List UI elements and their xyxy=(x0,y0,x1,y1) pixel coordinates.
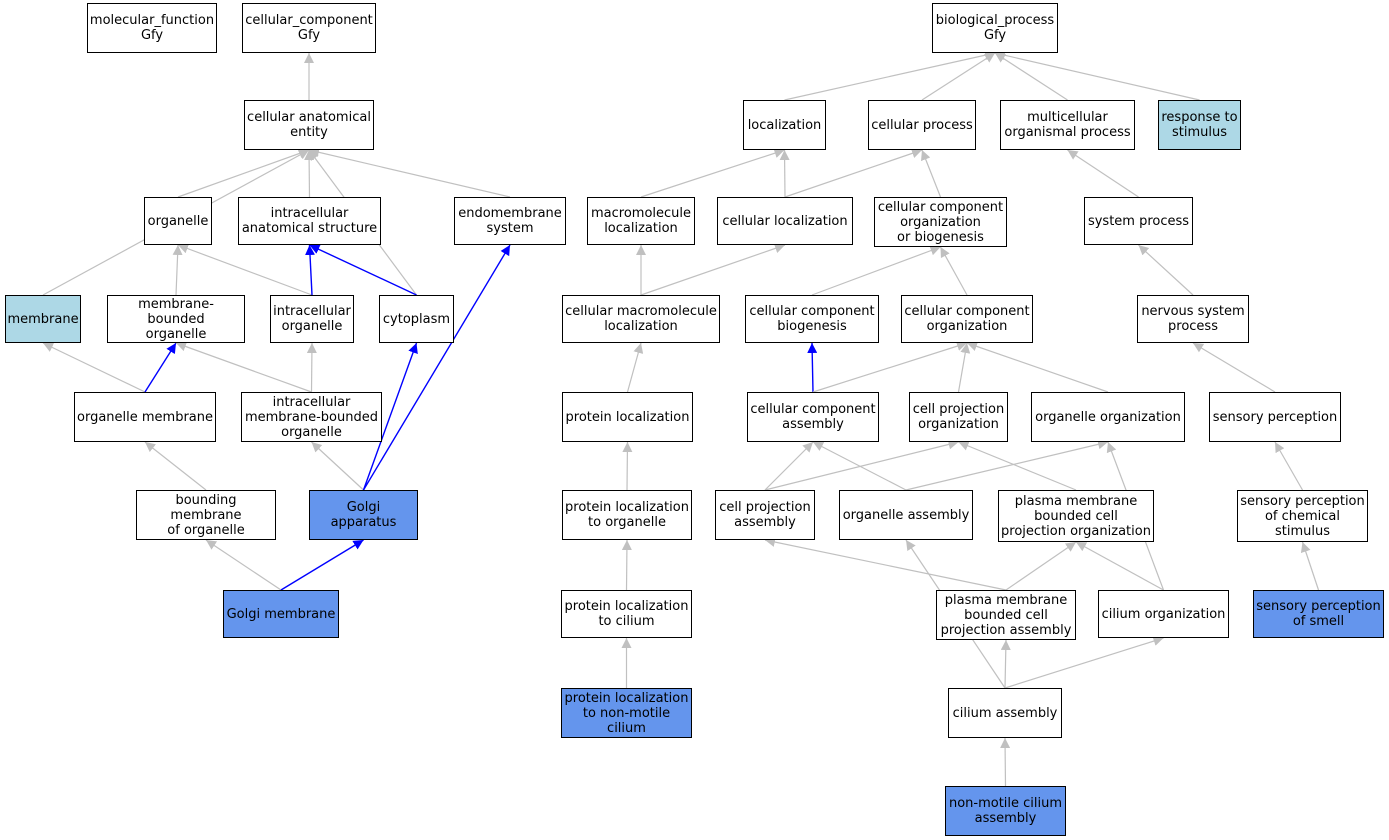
node-cellular-macromolecule-localization[interactable]: cellular macromolecule localization xyxy=(562,295,720,343)
node-cytoplasm[interactable]: cytoplasm xyxy=(379,295,454,343)
node-organelle-membrane[interactable]: organelle membrane xyxy=(74,392,216,442)
edge-cellular_localization-to-localization xyxy=(779,149,790,198)
node-cellular-localization[interactable]: cellular localization xyxy=(717,197,853,245)
node-organelle-organization[interactable]: organelle organization xyxy=(1031,392,1185,442)
edge-pm_bounded_cell_projection_organization-to-cell_projection_organization xyxy=(958,441,1077,491)
edge-protein_localization_to_cilium-to-protein_localization_to_organelle xyxy=(621,539,632,591)
edge-multicellular_organismal_process-to-biological_process xyxy=(994,52,1068,101)
node-membrane[interactable]: membrane xyxy=(5,295,81,343)
edge-sensory_perception_chemical-to-sensory_perception xyxy=(1274,441,1304,491)
node-nonmotile-cilium-assembly[interactable]: non-motile cilium assembly xyxy=(945,786,1066,836)
node-sensory-perception-smell[interactable]: sensory perception of smell xyxy=(1253,590,1384,638)
node-golgi-apparatus[interactable]: Golgi apparatus xyxy=(309,490,418,540)
node-golgi-membrane[interactable]: Golgi membrane xyxy=(223,590,339,638)
edge-organelle_organization-to-cc_organization xyxy=(966,341,1109,393)
edge-nonmotile_cilium_assembly-to-cilium_assembly xyxy=(1000,737,1011,787)
edge-sensory_perception-to-nervous_system_process xyxy=(1192,342,1276,393)
edge-organelle_membrane-to-membrane xyxy=(42,342,146,393)
edge-cc_biogenesis-to-ccob xyxy=(811,245,941,296)
node-multicellular-organismal-process[interactable]: multicellular organismal process xyxy=(1000,100,1135,150)
edge-macromolecule_localization-to-localization xyxy=(640,148,785,198)
edge-intracellular_mb_organelle-to-intracellular_organelle xyxy=(306,342,317,393)
edge-intracellular_organelle-to-organelle xyxy=(177,243,313,296)
edge-intracellular_mb_organelle-to-membrane_bounded_organelle xyxy=(175,341,312,393)
node-sensory-perception-chemical[interactable]: sensory perception of chemical stimulus xyxy=(1237,490,1368,542)
node-cc-organization[interactable]: cellular component organization xyxy=(901,295,1033,343)
edge-organelle-to-cellular_anatomical_entity xyxy=(177,148,310,198)
edge-golgi_membrane-to-bounding_membrane xyxy=(205,539,282,591)
node-macromolecule-localization[interactable]: macromolecule localization xyxy=(587,197,695,245)
node-system-process[interactable]: system process xyxy=(1084,197,1193,245)
node-sensory-perception[interactable]: sensory perception xyxy=(1209,392,1341,442)
edge-bounding_membrane-to-organelle_membrane xyxy=(144,441,207,491)
edge-nervous_system_process-to-system_process xyxy=(1138,244,1194,296)
node-response-to-stimulus[interactable]: response to stimulus xyxy=(1158,100,1241,150)
node-bounding-membrane[interactable]: bounding membrane of organelle xyxy=(136,490,276,540)
edge-golgi_apparatus-to-cytoplasm xyxy=(362,342,418,491)
edge-cilium_organization-to-pm_bounded_cell_projection_organization xyxy=(1075,541,1164,591)
node-organelle-assembly[interactable]: organelle assembly xyxy=(839,490,973,540)
edge-cellular_macromolecule_localization-to-cellular_localization xyxy=(640,243,786,296)
node-intracellular-organelle[interactable]: intracellular organelle xyxy=(270,295,354,343)
node-cilium-assembly[interactable]: cilium assembly xyxy=(948,688,1062,738)
node-nervous-system-process[interactable]: nervous system process xyxy=(1137,295,1249,343)
edge-response_to_stimulus-to-biological_process xyxy=(994,50,1200,101)
node-protein-localization-to-cilium[interactable]: protein localization to cilium xyxy=(561,590,692,638)
edge-cellular_localization-to-cellular_process xyxy=(784,148,923,198)
edge-cc_organization-to-ccob xyxy=(939,246,968,296)
node-endomembrane-system[interactable]: endomembrane system xyxy=(454,197,566,245)
edge-organelle_assembly-to-cc_assembly xyxy=(812,441,907,491)
node-intracellular-mb-organelle[interactable]: intracellular membrane-bounded organelle xyxy=(241,392,382,442)
edge-protein_localization_to_organelle-to-protein_localization xyxy=(622,441,633,491)
node-intracellular-anatomical-structure[interactable]: intracellular anatomical structure xyxy=(238,197,381,245)
node-cell-projection-organization[interactable]: cell projection organization xyxy=(909,392,1008,442)
edge-organelle_membrane-to-membrane_bounded_organelle xyxy=(144,342,177,393)
edge-membrane_bounded_organelle-to-organelle xyxy=(172,244,183,296)
edge-golgi_apparatus-to-endomembrane_system xyxy=(362,244,511,491)
node-cellular-anatomical-entity[interactable]: cellular anatomical entity xyxy=(244,100,374,150)
edge-cilium_assembly-to-pm_bounded_cell_projection_assembly xyxy=(1000,639,1011,689)
node-biological-process[interactable]: biological_process Gfy xyxy=(932,3,1058,53)
edge-cytoplasm-to-intracellular_anatomical_structure xyxy=(309,244,417,296)
edge-cilium_assembly-to-cilium_organization xyxy=(1004,636,1164,689)
edge-golgi_apparatus-to-intracellular_mb_organelle xyxy=(311,441,364,491)
edge-cell_projection_assembly-to-cell_projection_organization xyxy=(764,439,959,491)
edge-system_process-to-multicellular_organismal_process xyxy=(1067,149,1139,198)
node-protein-localization-to-organelle[interactable]: protein localization to organelle xyxy=(562,490,692,540)
node-cellular-component[interactable]: cellular_component Gfy xyxy=(242,3,376,53)
node-membrane-bounded-organelle[interactable]: membrane-bounded organelle xyxy=(107,295,245,343)
edge-cell_projection_organization-to-cc_organization xyxy=(957,342,971,393)
node-pm-bounded-cell-projection-organization[interactable]: plasma membrane bounded cell projection … xyxy=(998,490,1154,542)
node-organelle[interactable]: organelle xyxy=(144,197,212,245)
edge-cell_projection_assembly-to-cc_assembly xyxy=(764,441,814,491)
edge-cc_assembly-to-cc_biogenesis xyxy=(807,342,818,393)
node-cellular-process[interactable]: cellular process xyxy=(868,100,976,150)
edge-protein_localization-to-cellular_macromolecule_localization xyxy=(626,342,644,393)
node-localization[interactable]: localization xyxy=(743,100,826,150)
edge-cc_assembly-to-cc_organization xyxy=(812,341,968,393)
node-cell-projection-assembly[interactable]: cell projection assembly xyxy=(715,490,815,540)
edge-cellular_process-to-biological_process xyxy=(921,52,996,101)
node-pm-bounded-cell-projection-assembly[interactable]: plasma membrane bounded cell projection … xyxy=(936,590,1076,640)
edge-ccob-to-cellular_process xyxy=(921,149,942,198)
edge-sensory_perception_smell-to-sensory_perception_chemical xyxy=(1300,541,1320,591)
node-cilium-organization[interactable]: cilium organization xyxy=(1098,590,1229,638)
edge-pm_bounded_cell_projection_assembly-to-cell_projection_assembly xyxy=(764,537,1007,591)
node-protein-localization-nonmotile[interactable]: protein localization to non-motile ciliu… xyxy=(561,688,692,738)
node-cc-biogenesis[interactable]: cellular component biogenesis xyxy=(745,295,879,343)
edge-localization-to-biological_process xyxy=(784,50,996,101)
edge-golgi_membrane-to-golgi_apparatus xyxy=(280,539,364,591)
edge-organelle_assembly-to-organelle_organization xyxy=(905,439,1109,491)
node-protein-localization[interactable]: protein localization xyxy=(562,392,693,442)
node-molecular-function[interactable]: molecular_function Gfy xyxy=(87,3,217,53)
node-cc-assembly[interactable]: cellular component assembly xyxy=(747,392,879,442)
node-ccob[interactable]: cellular component organization or bioge… xyxy=(874,197,1007,247)
edge-pm_bounded_cell_projection_assembly-to-pm_bounded_cell_projection_organization xyxy=(1005,541,1077,591)
edge-endomembrane_system-to-cellular_anatomical_entity xyxy=(308,147,511,198)
